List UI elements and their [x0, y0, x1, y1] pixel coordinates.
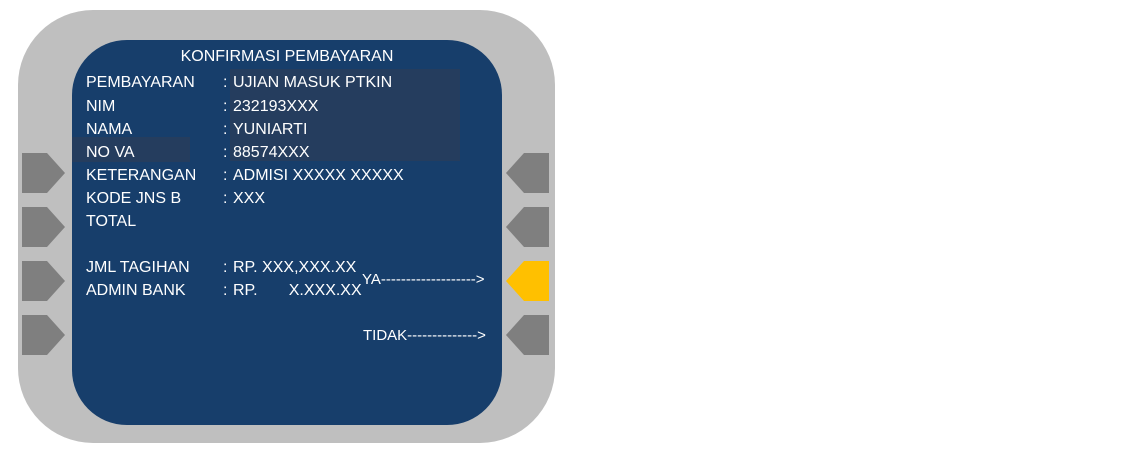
row-label: KODE JNS B	[86, 190, 182, 207]
option-yes[interactable]: YA------------------->	[362, 271, 485, 288]
row-value: ADMISI XXXXX XXXXX	[233, 167, 404, 184]
row-value: 232193XXX	[233, 98, 319, 115]
left-button-2[interactable]	[22, 207, 65, 247]
right-button-1[interactable]	[506, 153, 549, 193]
row-separator: :	[223, 259, 228, 276]
row-separator: :	[223, 190, 228, 207]
row-separator: :	[223, 121, 228, 138]
left-button-1[interactable]	[22, 153, 65, 193]
info-row: NIM:232193XXX	[72, 98, 502, 118]
row-separator: :	[223, 282, 228, 299]
row-value: RP. X.XXX.XX	[233, 282, 362, 299]
row-label: NAMA	[86, 121, 133, 138]
row-value: RP. XXX,XXX.XX	[233, 259, 357, 276]
row-label: KETERANGAN	[86, 167, 197, 184]
row-label: JML TAGIHAN	[86, 259, 190, 276]
info-row: NO VA:88574XXX	[72, 144, 502, 164]
row-label: PEMBAYARAN	[86, 74, 195, 91]
info-row: TOTAL	[72, 213, 502, 233]
right-button-yes[interactable]	[506, 261, 549, 301]
row-value: XXX	[233, 190, 266, 207]
row-value: 88574XXX	[233, 144, 310, 161]
option-no[interactable]: TIDAK-------------->	[363, 327, 486, 344]
redaction-overlay	[230, 69, 460, 161]
row-label: NIM	[86, 98, 116, 115]
row-label: NO VA	[86, 144, 135, 161]
row-value: UJIAN MASUK PTKIN	[233, 74, 393, 91]
row-separator: :	[223, 74, 228, 91]
row-separator: :	[223, 144, 228, 161]
right-button-2[interactable]	[506, 207, 549, 247]
info-row: NAMA: YUNIARTI	[72, 121, 502, 141]
right-button-no[interactable]	[506, 315, 549, 355]
left-button-3[interactable]	[22, 261, 65, 301]
info-row: ADMIN BANK: RP. X.XXX.XX	[72, 282, 502, 302]
info-row: KODE JNS B: XXX	[72, 190, 502, 210]
info-row: PEMBAYARAN: UJIAN MASUK PTKIN	[72, 74, 502, 94]
left-button-4[interactable]	[22, 315, 65, 355]
row-separator: :	[223, 98, 228, 115]
redaction-overlay	[72, 137, 190, 162]
row-separator: :	[223, 167, 228, 184]
row-label: ADMIN BANK	[86, 282, 186, 299]
row-value: YUNIARTI	[233, 121, 308, 138]
atm-screen: KONFIRMASI PEMBAYARAN PEMBAYARAN: UJIAN M…	[72, 40, 502, 425]
info-row: KETERANGAN: ADMISI XXXXX XXXXX	[72, 167, 502, 187]
info-row: JML TAGIHAN: RP. XXX,XXX.XX	[72, 259, 502, 279]
row-label: TOTAL	[86, 213, 137, 230]
screen-title: KONFIRMASI PEMBAYARAN	[180, 48, 394, 65]
